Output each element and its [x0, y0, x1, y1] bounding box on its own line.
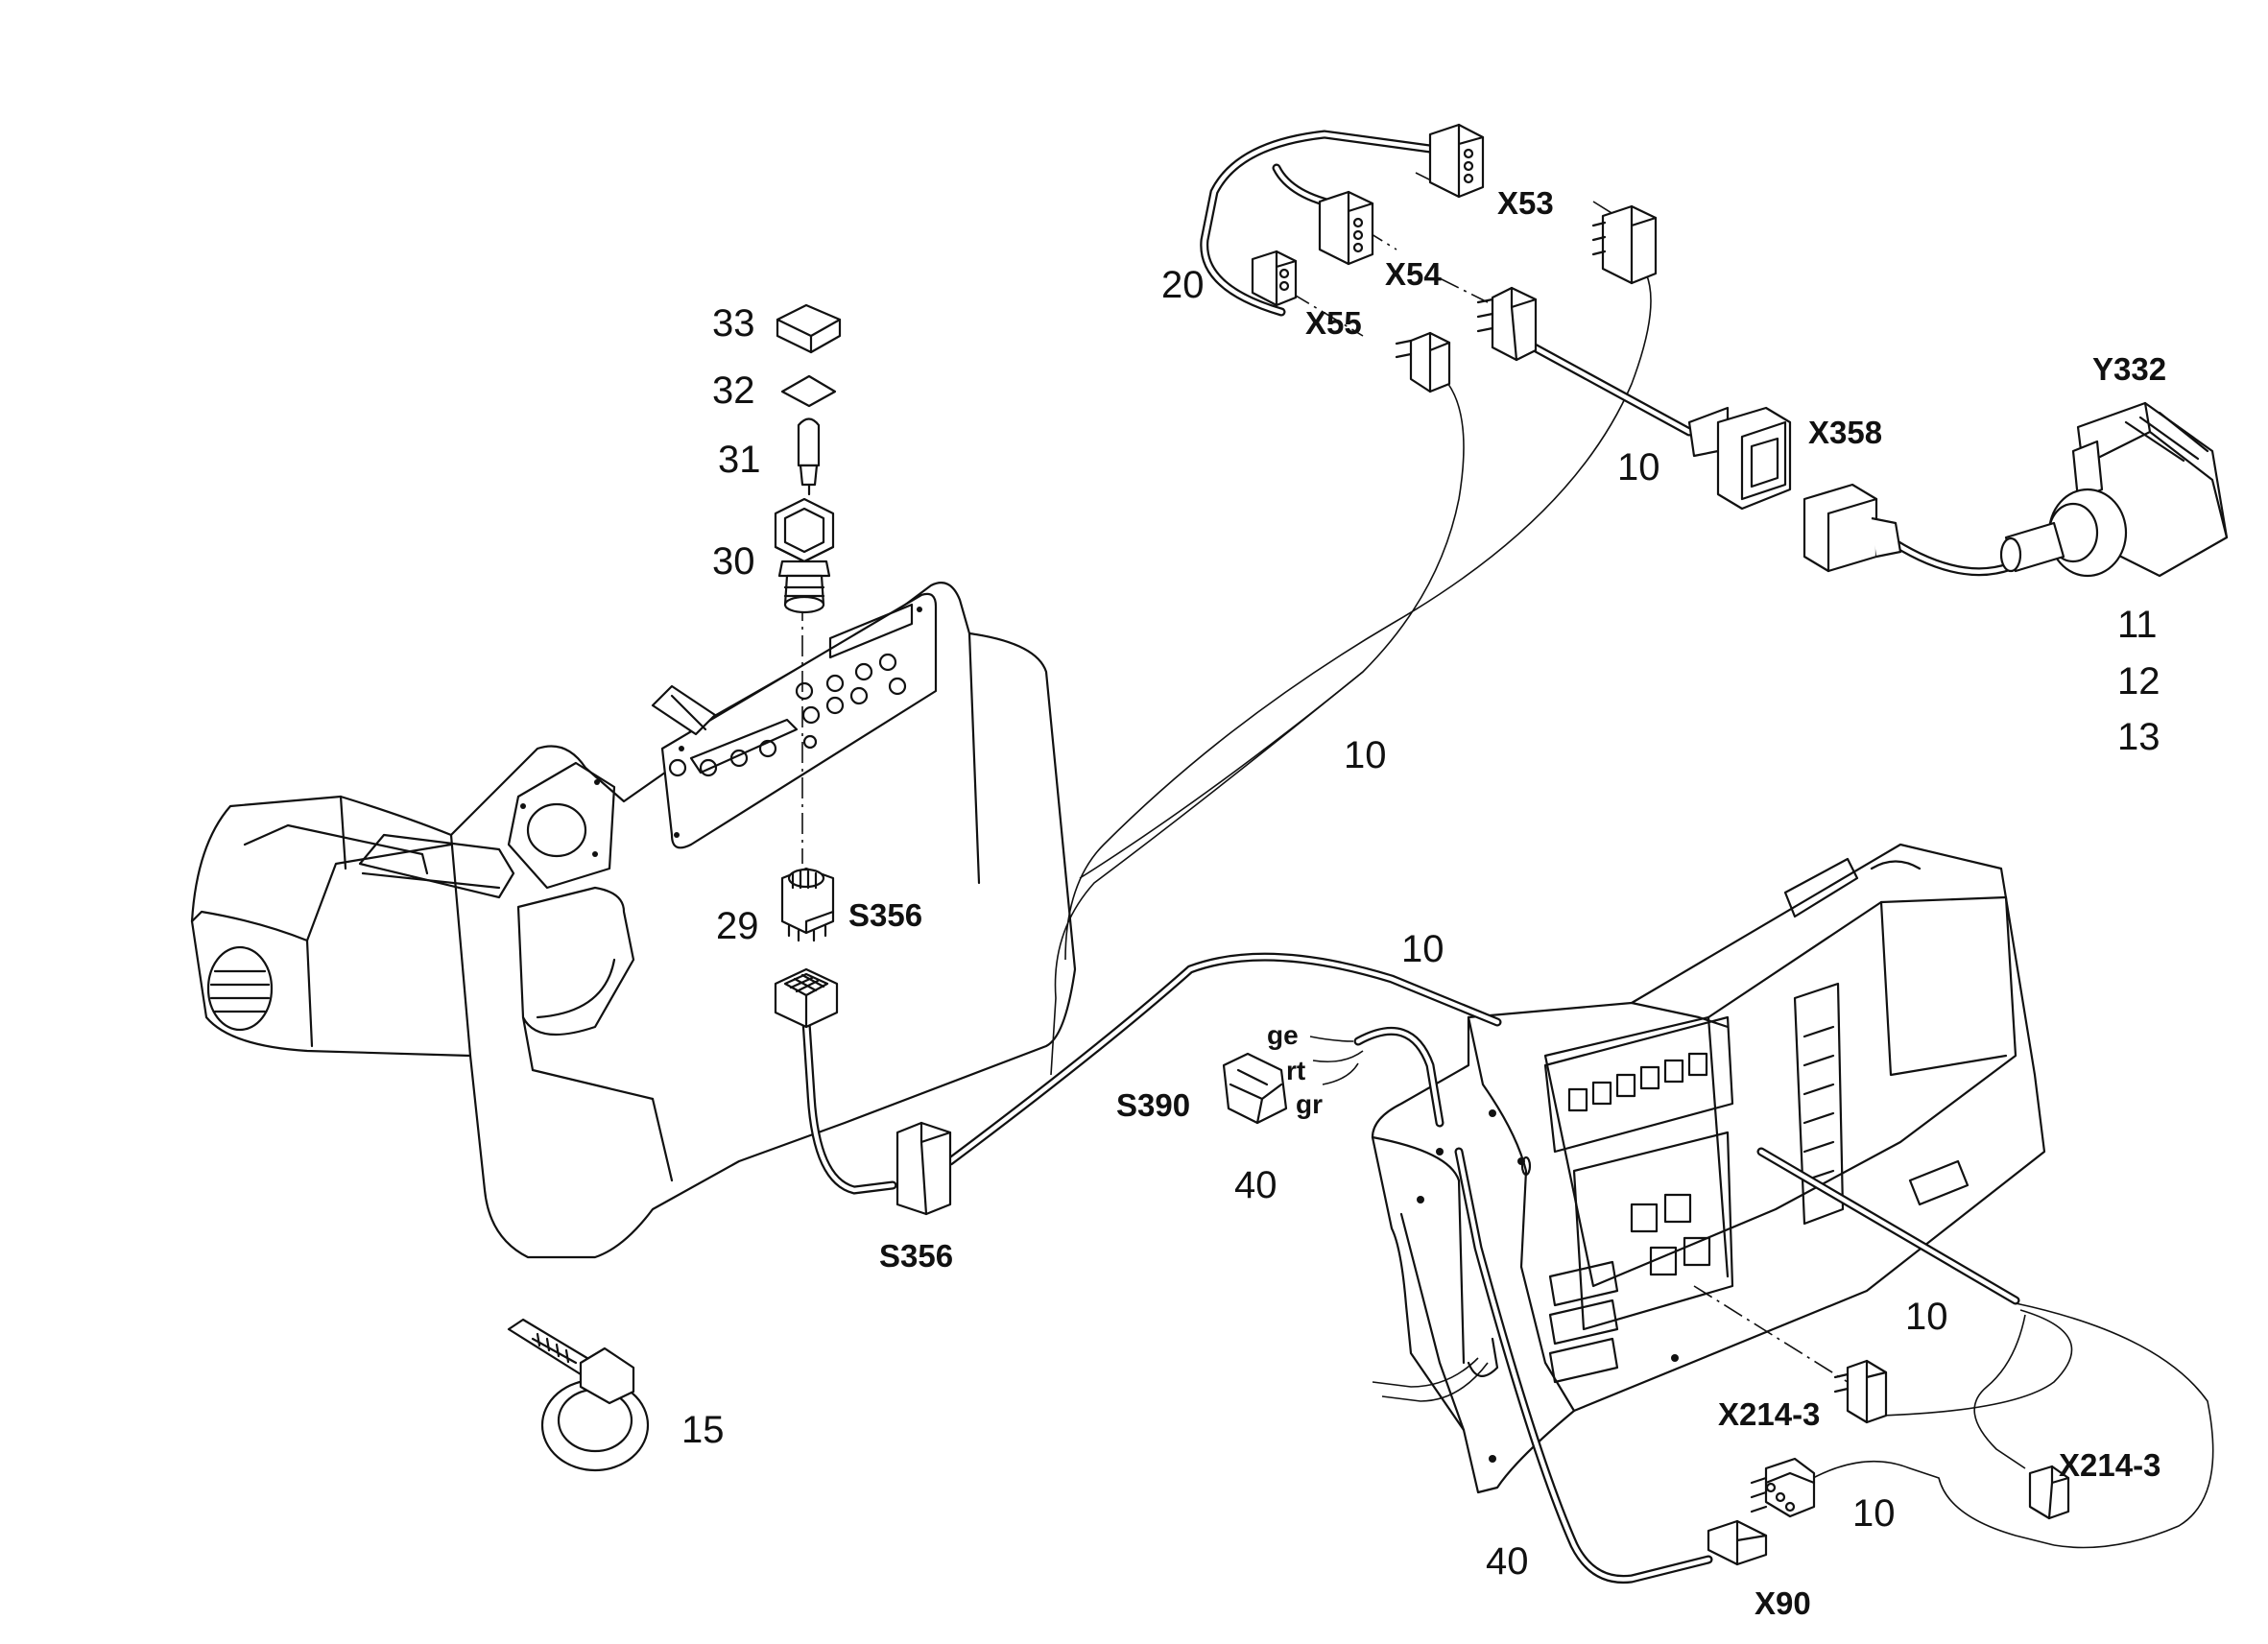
part-30-lamp-holder — [774, 497, 835, 614]
callout-33: 33 — [712, 302, 755, 345]
callout-labels: 33 32 31 30 29 20 10 10 10 10 10 11 12 1… — [681, 264, 2161, 1583]
connector-x53-pair — [1428, 123, 1658, 285]
callout-12: 12 — [2117, 660, 2161, 703]
label-x358: X358 — [1808, 415, 1882, 450]
callout-32: 32 — [712, 369, 755, 412]
part-33-cap — [776, 303, 842, 354]
part-y332-solenoid — [1999, 401, 2229, 578]
callout-10-harness: 10 — [1344, 734, 1387, 776]
label-x54: X54 — [1385, 256, 1442, 292]
part-31-bulb — [797, 417, 821, 496]
part-s356-inline-connector — [895, 1121, 952, 1216]
label-x214-3-left: X214-3 — [1718, 1396, 1820, 1432]
connector-x54-pair — [1318, 190, 1538, 362]
console-housing — [190, 582, 1077, 1259]
callout-11: 11 — [2117, 604, 2158, 646]
connector-x358-pair — [1687, 406, 1902, 573]
part-s356-socket — [774, 967, 839, 1029]
callout-20: 20 — [1161, 264, 1205, 306]
label-s356-switch: S356 — [848, 897, 922, 933]
callout-31: 31 — [718, 439, 761, 481]
control-box — [1371, 843, 2046, 1494]
label-s390: S390 — [1116, 1087, 1190, 1123]
wire-color-labels: ge rt gr — [1267, 1020, 1323, 1119]
label-s356-lower: S356 — [879, 1238, 953, 1274]
callout-10-x90: 10 — [1852, 1492, 1896, 1535]
label-x55: X55 — [1305, 305, 1362, 341]
connector-x214-3-pair — [1833, 1359, 2070, 1520]
wire-color-gr: gr — [1296, 1089, 1323, 1119]
callout-15: 15 — [681, 1409, 725, 1451]
wire-color-ge: ge — [1267, 1020, 1299, 1050]
label-x53: X53 — [1497, 185, 1554, 221]
label-y332: Y332 — [2092, 351, 2166, 387]
label-x90: X90 — [1755, 1585, 1811, 1621]
wire-color-rt: rt — [1286, 1056, 1305, 1085]
connector-x55-pair — [1251, 250, 1451, 393]
connector-labels: X53 X54 X55 X358 Y332 S356 S356 S390 X21… — [848, 185, 2166, 1621]
callout-30: 30 — [712, 540, 755, 583]
callout-10-x214: 10 — [1905, 1296, 1948, 1338]
callout-10-box: 10 — [1401, 928, 1444, 970]
callout-29: 29 — [716, 905, 759, 947]
part-32-plate — [780, 374, 837, 408]
callout-40-wire: 40 — [1486, 1540, 1529, 1583]
callout-10-x358: 10 — [1617, 446, 1660, 488]
callout-40-s390: 40 — [1234, 1164, 1277, 1206]
part-29-switch — [780, 867, 835, 942]
connector-x90-pair — [1707, 1457, 1816, 1566]
callout-13: 13 — [2117, 716, 2161, 758]
wiring-harness — [801, 130, 2214, 1584]
label-x214-3-right: X214-3 — [2059, 1447, 2161, 1483]
part-15-cable-tie — [507, 1318, 650, 1472]
part-s390-switch — [1222, 1052, 1288, 1125]
